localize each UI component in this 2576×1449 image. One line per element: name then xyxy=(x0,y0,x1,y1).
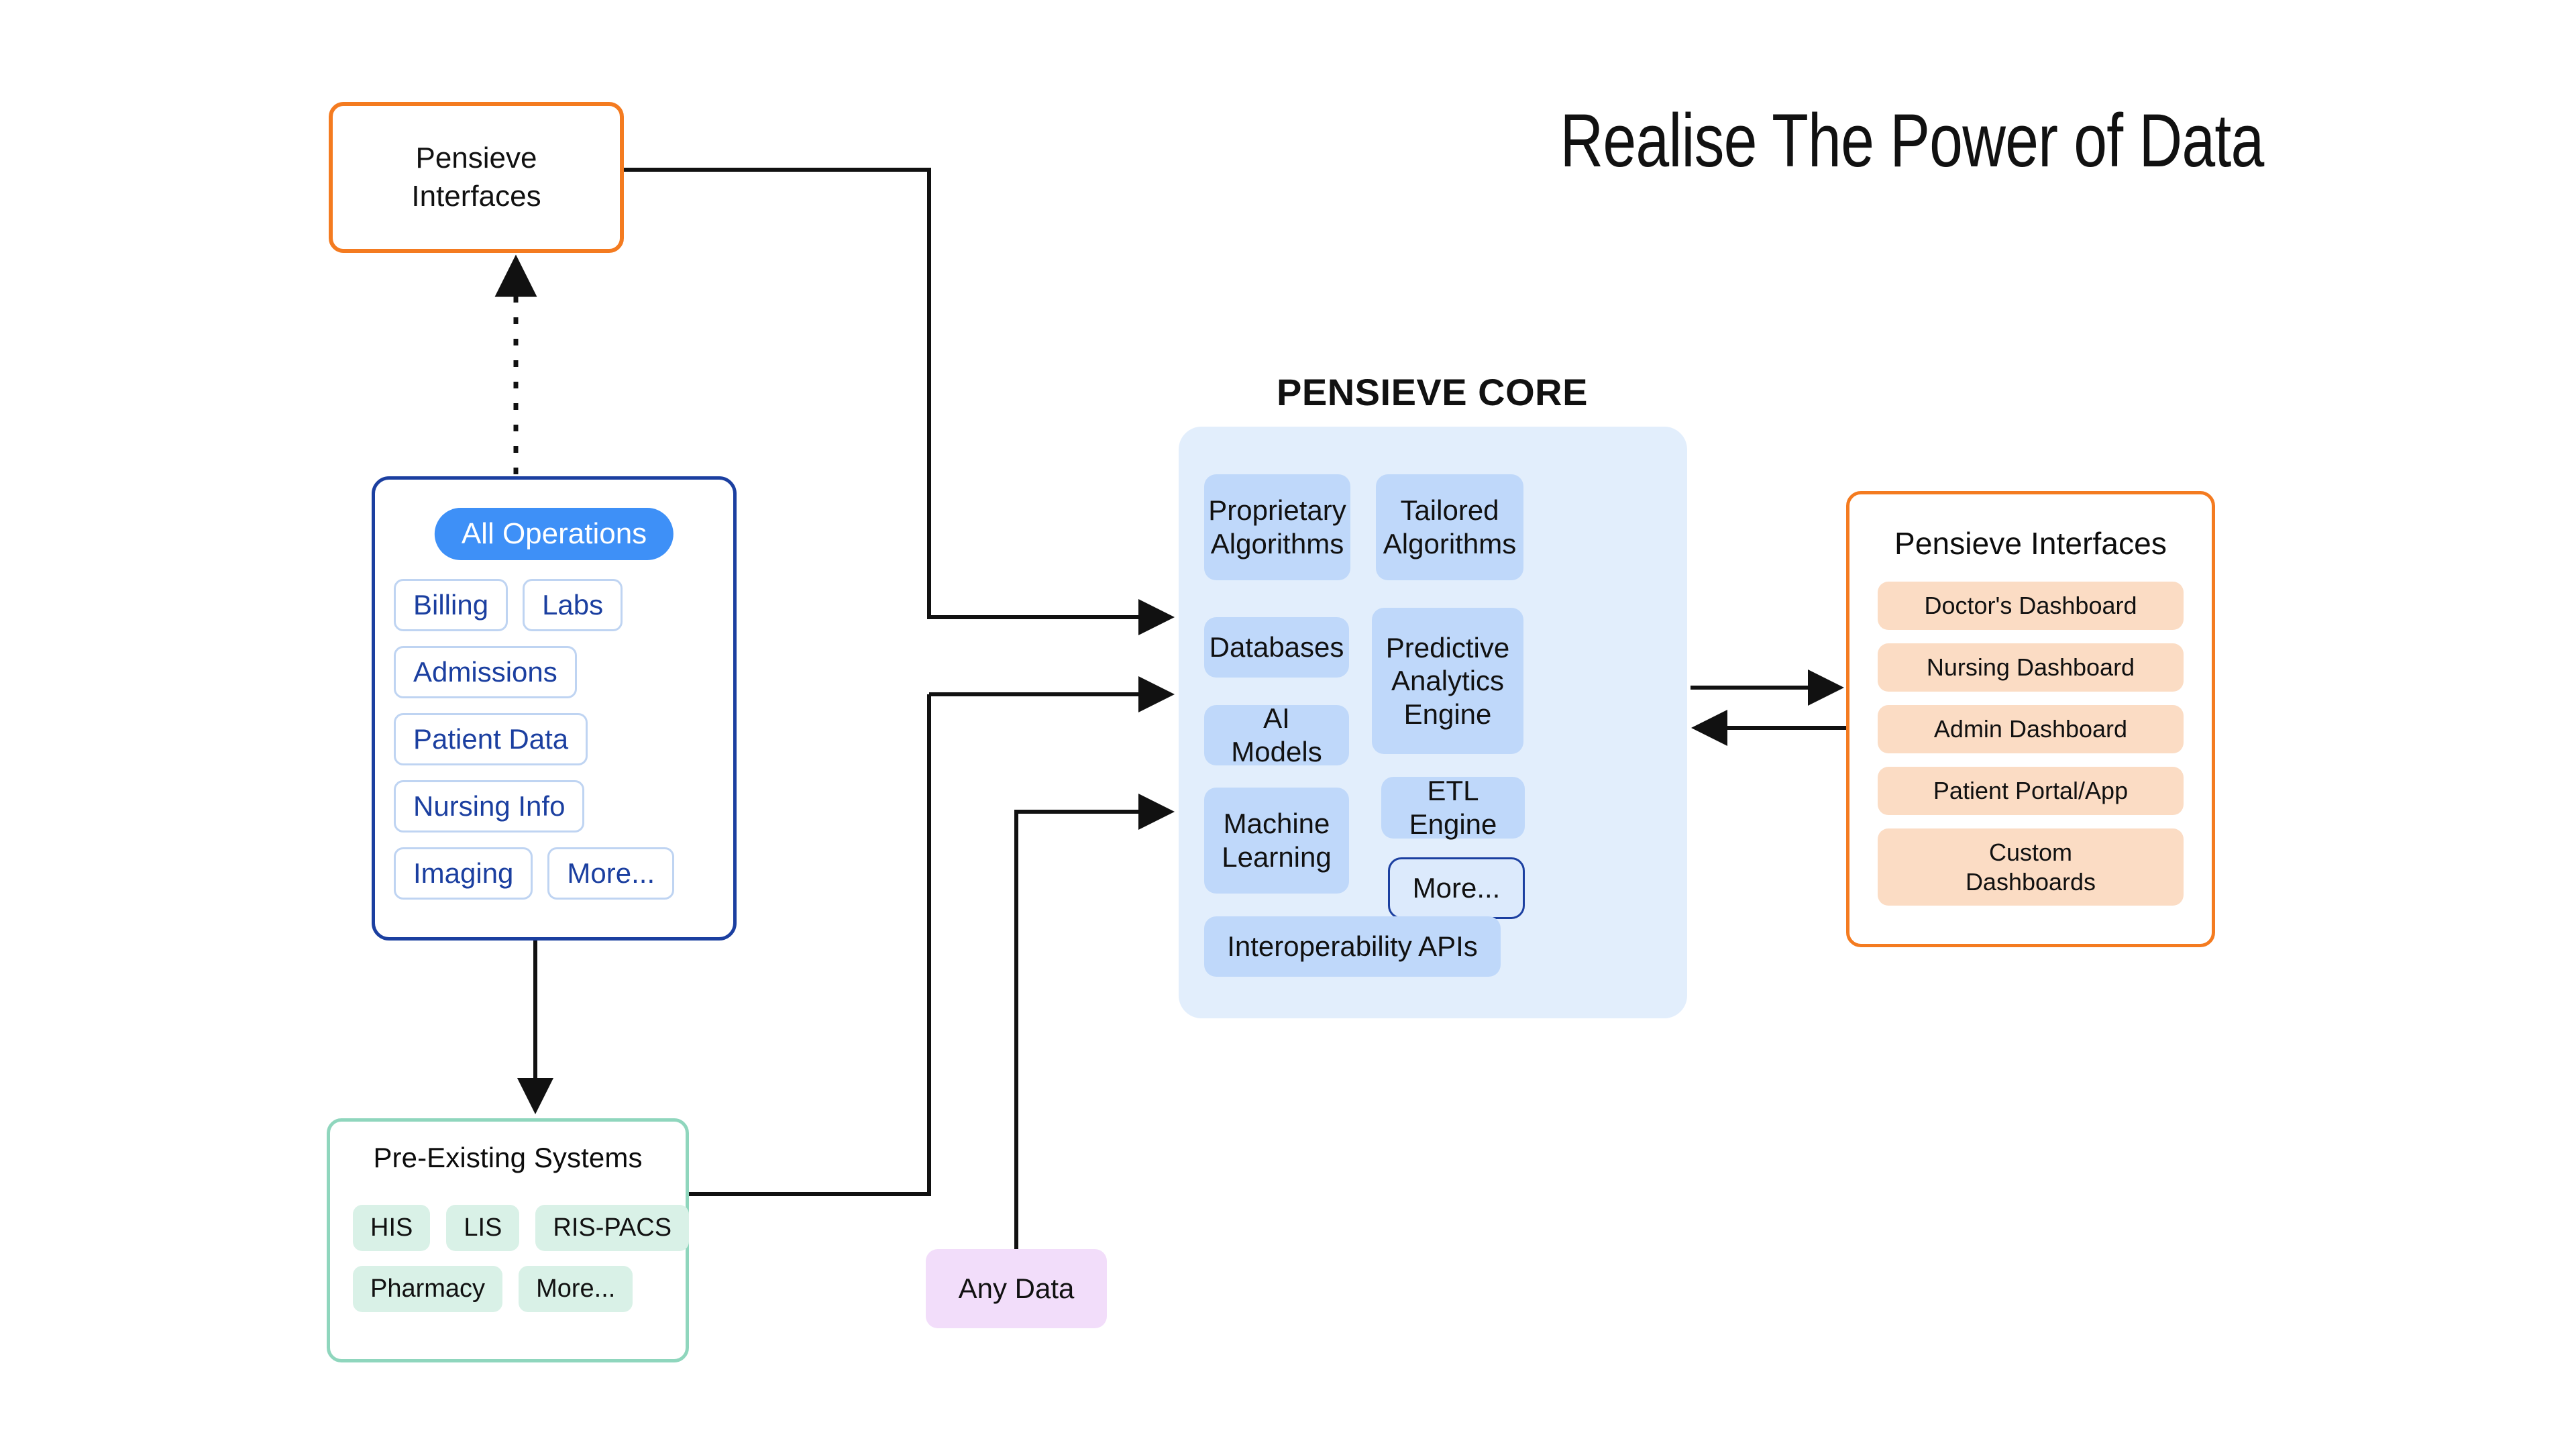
iface-tag-custom-dashboards[interactable]: Custom Dashboards xyxy=(1878,828,2184,906)
all-operations-row: Patient Data xyxy=(394,713,714,765)
ops-tag-labs[interactable]: Labs xyxy=(523,579,623,631)
iface-tag-patient-portal-app[interactable]: Patient Portal/App xyxy=(1878,766,2184,815)
core-tag-tailored-algorithms[interactable]: Tailored Algorithms xyxy=(1376,474,1523,580)
iface-tag-nursing-dashboard[interactable]: Nursing Dashboard xyxy=(1878,643,2184,692)
ops-tag-nursing-info[interactable]: Nursing Info xyxy=(394,780,585,833)
all-operations-row: Imaging More... xyxy=(394,847,714,900)
all-operations-row: Admissions xyxy=(394,646,714,698)
core-tag-proprietary-algorithms[interactable]: Proprietary Algorithms xyxy=(1204,474,1350,580)
all-operations-row: Billing Labs xyxy=(394,579,714,631)
pre-existing-row: HIS LIS RIS-PACS xyxy=(353,1205,690,1251)
any-data-box[interactable]: Any Data xyxy=(926,1249,1107,1328)
pensieve-core-heading: PENSIEVE CORE xyxy=(1277,371,1588,413)
pensieve-interfaces-list: Doctor's Dashboard Nursing Dashboard Adm… xyxy=(1878,582,2184,919)
pre-existing-systems-panel[interactable]: Pre-Existing Systems HIS LIS RIS-PACS Ph… xyxy=(327,1118,690,1362)
pre-existing-row: Pharmacy More... xyxy=(353,1266,663,1312)
page-title: Realise The Power of Data xyxy=(1560,99,2264,182)
all-operations-tag-list: Billing Labs Admissions Patient Data Nur… xyxy=(394,579,714,914)
iface-tag-admin-dashboard[interactable]: Admin Dashboard xyxy=(1878,704,2184,753)
ops-tag-billing[interactable]: Billing xyxy=(394,579,508,631)
pre-existing-tag-list: HIS LIS RIS-PACS Pharmacy More... xyxy=(353,1205,690,1327)
ops-tag-more[interactable]: More... xyxy=(547,847,675,900)
core-tag-predictive-analytics-engine[interactable]: Predictive Analytics Engine xyxy=(1372,608,1523,754)
pensieve-core-panel: Proprietary Algorithms Tailored Algorith… xyxy=(1179,427,1687,1018)
core-tag-more[interactable]: More... xyxy=(1388,857,1525,919)
pensieve-interfaces-source-label: Pensieve Interfaces xyxy=(411,142,541,213)
pensieve-interfaces-source-box[interactable]: Pensieve Interfaces xyxy=(329,102,624,253)
core-tag-etl-engine[interactable]: ETL Engine xyxy=(1381,775,1525,840)
ops-tag-patient-data[interactable]: Patient Data xyxy=(394,713,588,765)
all-operations-row: Nursing Info xyxy=(394,780,714,833)
pre-tag-ris-pacs[interactable]: RIS-PACS xyxy=(535,1205,690,1251)
pre-tag-his[interactable]: HIS xyxy=(353,1205,431,1251)
core-tag-databases[interactable]: Databases xyxy=(1204,617,1349,678)
connector-any-data-to-core xyxy=(1014,794,1175,1249)
all-operations-panel[interactable]: All Operations Billing Labs Admissions P… xyxy=(372,476,737,941)
pensieve-interfaces-panel[interactable]: Pensieve Interfaces Doctor's Dashboard N… xyxy=(1846,491,2215,947)
core-tag-machine-learning[interactable]: Machine Learning xyxy=(1204,788,1349,894)
core-tag-ai-models[interactable]: AI Models xyxy=(1204,702,1349,767)
core-tag-interoperability-apis[interactable]: Interoperability APIs xyxy=(1204,916,1501,977)
pre-tag-pharmacy[interactable]: Pharmacy xyxy=(353,1266,503,1312)
iface-tag-doctors-dashboard[interactable]: Doctor's Dashboard xyxy=(1878,582,2184,630)
pre-existing-systems-title: Pre-Existing Systems xyxy=(373,1142,643,1173)
all-operations-header-pill: All Operations xyxy=(434,508,674,560)
pre-tag-more[interactable]: More... xyxy=(519,1266,633,1312)
ops-tag-imaging[interactable]: Imaging xyxy=(394,847,533,900)
ops-tag-admissions[interactable]: Admissions xyxy=(394,646,577,698)
pensieve-interfaces-title: Pensieve Interfaces xyxy=(1894,526,2167,561)
pre-tag-lis[interactable]: LIS xyxy=(446,1205,520,1251)
